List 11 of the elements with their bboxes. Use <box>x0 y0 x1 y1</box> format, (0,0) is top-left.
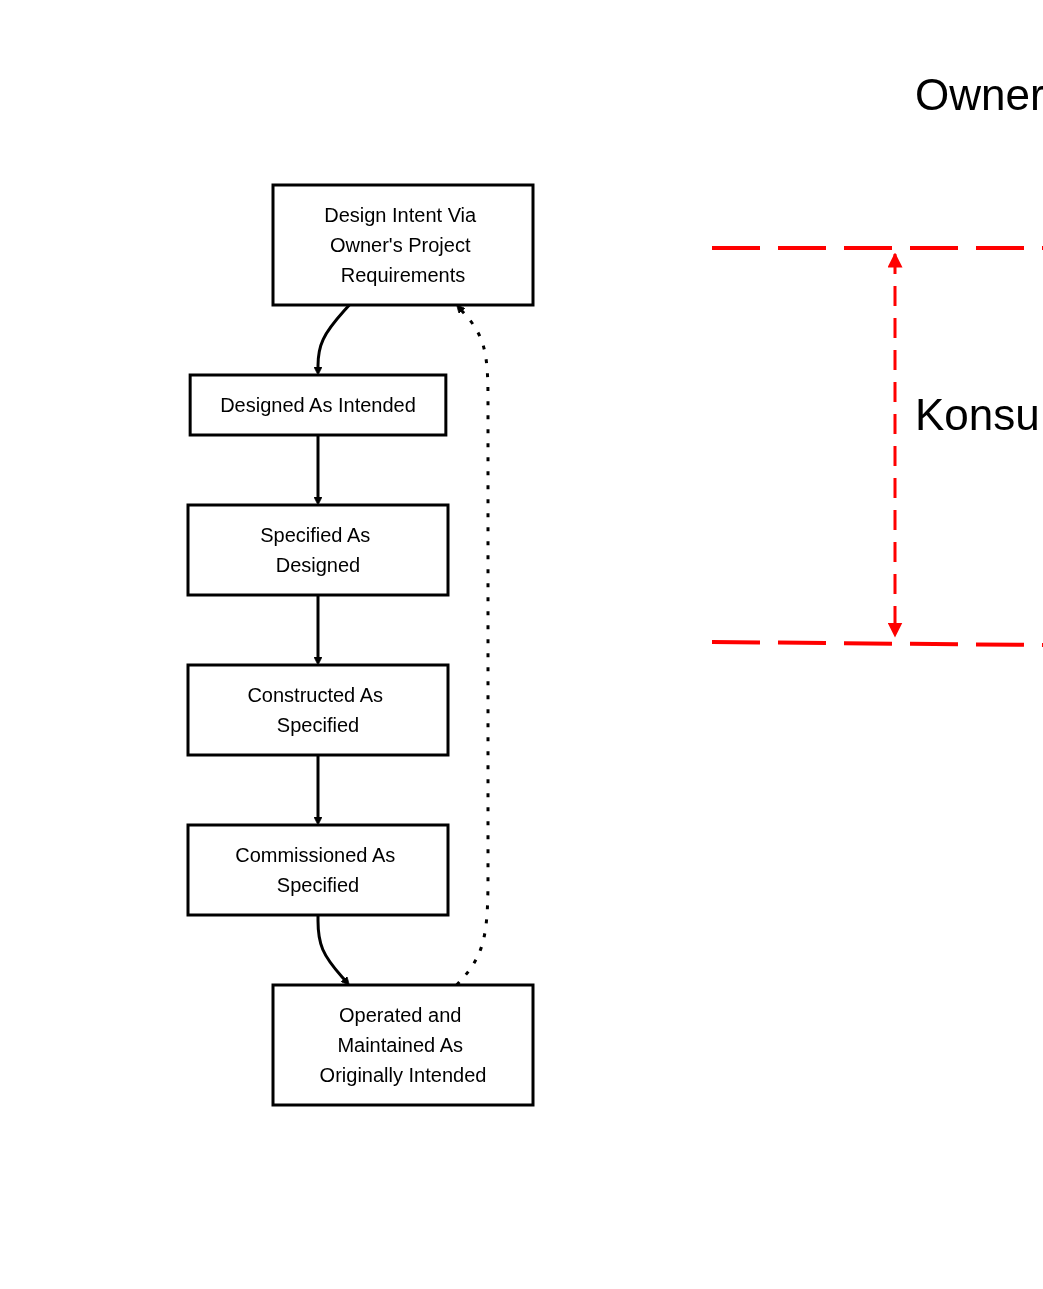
node-box: Commissioned As Specified <box>186 823 449 916</box>
node-box: Constructed As Specified <box>186 663 449 756</box>
arrow <box>313 594 322 665</box>
arrow <box>313 434 322 505</box>
node-box: Designed As Intended <box>188 373 447 436</box>
arrow <box>313 754 322 825</box>
node-box: Specified As Designed <box>186 503 449 596</box>
side-label: Konsu <box>915 390 1040 440</box>
node-box: Design Intent Via Owner's Project Requirements <box>271 183 534 306</box>
arrow <box>316 914 350 985</box>
node-box: Operated and Maintained As Originally Intended <box>271 983 534 1106</box>
